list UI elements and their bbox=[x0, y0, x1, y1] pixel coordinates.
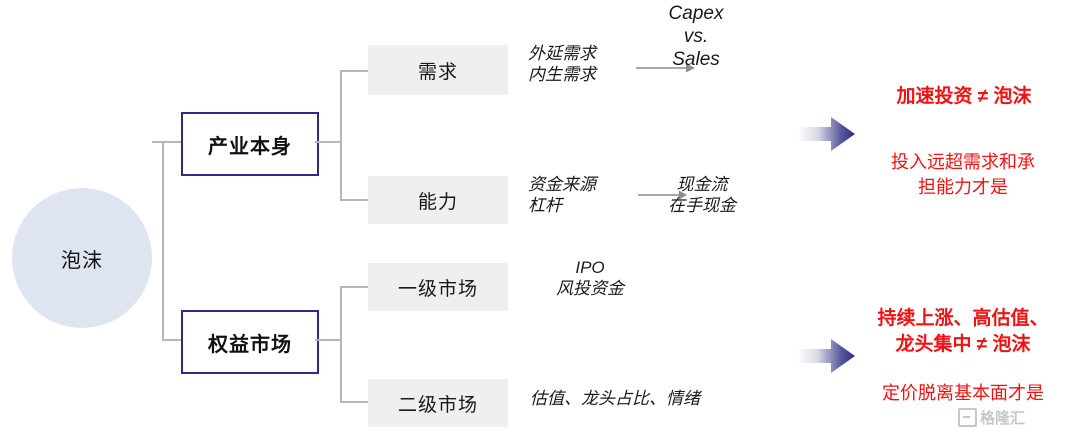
logo-box-icon bbox=[958, 408, 977, 427]
branch-label-equity: 权益市场 bbox=[208, 333, 292, 356]
branch-box-equity[interactable]: 权益市场 bbox=[181, 310, 319, 374]
annotation-demand-source: 外延需求 内生需求 bbox=[528, 44, 596, 84]
watermark: 格隆汇 bbox=[958, 407, 1025, 428]
connector-to-industry bbox=[162, 141, 182, 143]
watermark-label: 格隆汇 bbox=[980, 410, 1026, 427]
annotation-primary-market: IPO 风投资金 bbox=[556, 258, 624, 298]
child-label-secondary-market: 二级市场 bbox=[397, 394, 478, 416]
conclusion-arrow-top-icon bbox=[798, 117, 855, 151]
connector-to-secondary-market bbox=[340, 401, 368, 403]
connector-industry-spine bbox=[340, 70, 342, 201]
conclusion-arrow-bottom-icon bbox=[798, 339, 855, 373]
connector-to-demand bbox=[340, 70, 368, 72]
connector-to-equity bbox=[162, 339, 182, 341]
annotation-secondary-market: 估值、龙头占比、情绪 bbox=[530, 389, 700, 408]
connector-to-primary-market bbox=[340, 286, 368, 288]
annotation-capacity-target: 现金流 在手现金 bbox=[668, 175, 736, 215]
root-node-bubble: 泡沫 bbox=[12, 188, 152, 328]
child-box-demand[interactable]: 需求 bbox=[368, 45, 508, 95]
mini-arrow-capacity-icon bbox=[638, 190, 687, 200]
connector-industry-stub bbox=[315, 141, 341, 143]
branch-box-industry[interactable]: 产业本身 bbox=[181, 112, 319, 176]
child-label-capacity: 能力 bbox=[417, 191, 458, 213]
connector-root-stub bbox=[152, 141, 164, 143]
connector-equity-spine bbox=[340, 286, 342, 403]
annotation-demand-target: Capex vs. Sales bbox=[668, 3, 724, 71]
child-label-demand: 需求 bbox=[417, 61, 458, 83]
child-box-capacity[interactable]: 能力 bbox=[368, 176, 508, 224]
root-node-label: 泡沫 bbox=[61, 249, 103, 272]
branch-label-industry: 产业本身 bbox=[208, 135, 292, 158]
child-label-primary-market: 一级市场 bbox=[397, 278, 478, 300]
child-box-secondary-market[interactable]: 二级市场 bbox=[368, 379, 508, 427]
annotation-capacity-source: 资金来源 杠杆 bbox=[528, 175, 596, 215]
mini-arrow-demand-icon bbox=[636, 63, 695, 73]
connector-root-spine bbox=[162, 141, 164, 340]
conclusion-body-top: 投入远超需求和承 担能力才是 bbox=[891, 152, 1035, 197]
child-box-primary-market[interactable]: 一级市场 bbox=[368, 263, 508, 311]
conclusion-headline-top: 加速投资 ≠ 泡沫 bbox=[896, 86, 1032, 107]
conclusion-body-bottom: 定价脱离基本面才是 bbox=[882, 383, 1044, 403]
connector-to-capacity bbox=[340, 199, 368, 201]
connector-equity-stub bbox=[315, 339, 341, 341]
conclusion-headline-bottom: 持续上涨、高估值、 龙头集中 ≠ 泡沫 bbox=[877, 308, 1049, 356]
